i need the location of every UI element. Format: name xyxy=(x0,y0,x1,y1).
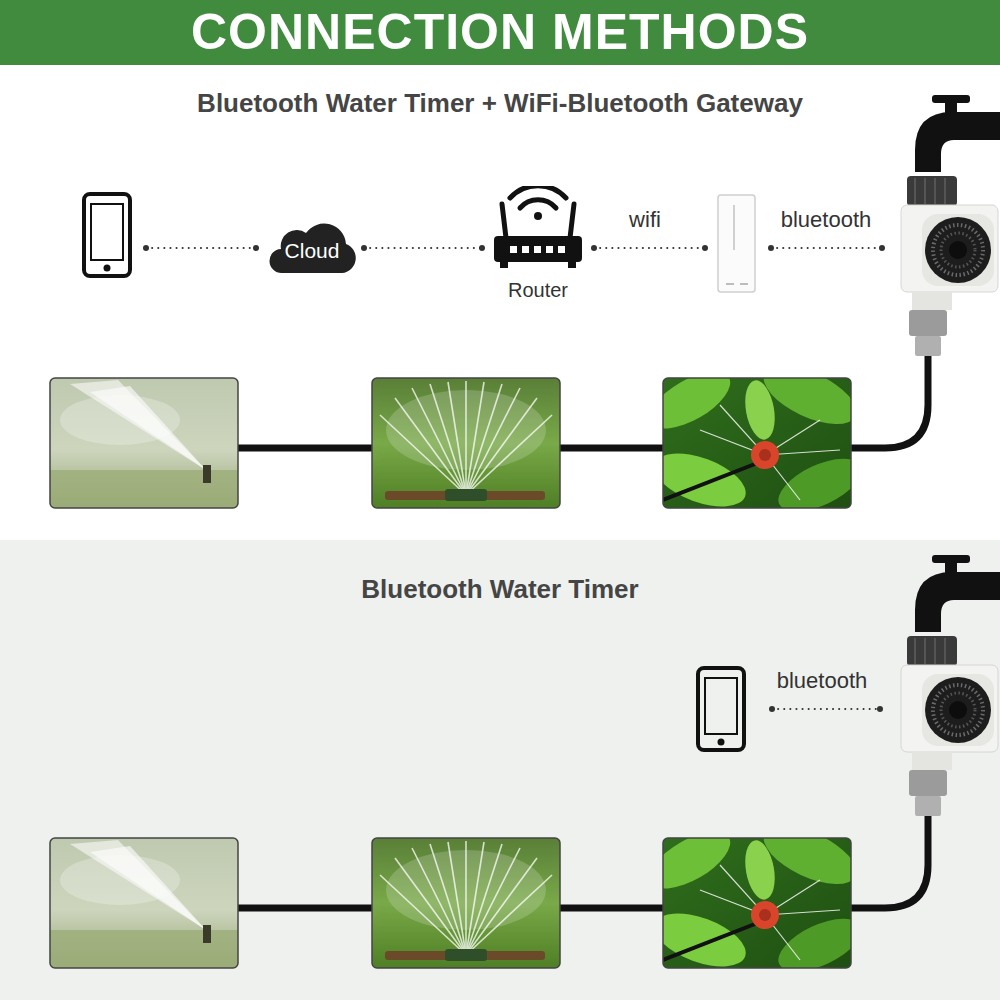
dotted-link xyxy=(143,245,885,712)
cloud-shape: Cloud xyxy=(266,222,358,274)
phone-icon xyxy=(84,194,130,276)
router-icon: Router xyxy=(488,186,588,310)
cloud-label: Cloud xyxy=(266,238,358,264)
router-light xyxy=(534,246,541,253)
dotted-link-part xyxy=(146,247,256,249)
gateway-device-part xyxy=(733,205,735,250)
dotted-link-part xyxy=(879,245,885,251)
router-light xyxy=(558,246,565,253)
dotted-link-part xyxy=(253,245,259,251)
title-banner: CONNECTION METHODS xyxy=(0,0,1000,65)
phone-icon-part xyxy=(698,668,744,750)
router-part xyxy=(534,212,542,220)
section-heading: Bluetooth Water Timer + WiFi-Bluetooth G… xyxy=(0,87,1000,119)
dotted-link-part xyxy=(591,245,597,251)
link-label: bluetooth xyxy=(722,667,922,695)
router-part xyxy=(570,204,574,238)
connector-dot xyxy=(479,245,485,251)
gateway-device-part xyxy=(740,283,748,285)
connector-line xyxy=(364,247,482,249)
dotted-link-part xyxy=(594,247,705,249)
dotted-link-part xyxy=(769,706,775,712)
router-part xyxy=(502,204,506,238)
section-band: Bluetooth Water Timer + WiFi-Bluetooth G… xyxy=(0,65,1000,540)
phone-icon-part xyxy=(718,739,725,746)
dotted-link-part xyxy=(768,245,774,251)
timer-rig xyxy=(50,555,1000,982)
phone-icon-part xyxy=(84,194,130,276)
gateway-device xyxy=(718,195,755,292)
section-band: Bluetooth Water Timer xyxy=(0,540,1000,1000)
router-label: Router xyxy=(468,278,608,302)
router-drawing xyxy=(488,186,588,270)
phone-icon xyxy=(698,668,744,750)
router-part xyxy=(500,262,508,268)
gateway-device-part xyxy=(718,195,755,292)
timer-rig xyxy=(50,95,1000,522)
link-label: wifi xyxy=(545,206,745,234)
connector-dot xyxy=(361,245,367,251)
link-label: bluetooth xyxy=(726,206,926,234)
phone-icon-part xyxy=(91,204,123,260)
section-heading: Bluetooth Water Timer xyxy=(0,573,1000,605)
dotted-connector xyxy=(361,245,485,251)
title-text: CONNECTION METHODS xyxy=(0,0,1000,65)
router-part xyxy=(494,236,582,262)
dotted-link-part xyxy=(877,706,883,712)
router-light xyxy=(522,246,529,253)
dotted-link-part xyxy=(143,245,149,251)
gateway-device-part xyxy=(726,283,734,285)
router-part xyxy=(568,262,576,268)
dotted-link-part xyxy=(702,245,708,251)
router-light xyxy=(510,246,517,253)
dotted-link-part xyxy=(771,247,882,249)
router-part xyxy=(510,186,566,198)
router-light xyxy=(546,246,553,253)
dotted-link-part xyxy=(772,708,880,710)
phone-icon-part xyxy=(104,265,111,272)
router-part xyxy=(520,200,556,208)
phone-icon-part xyxy=(705,678,737,734)
